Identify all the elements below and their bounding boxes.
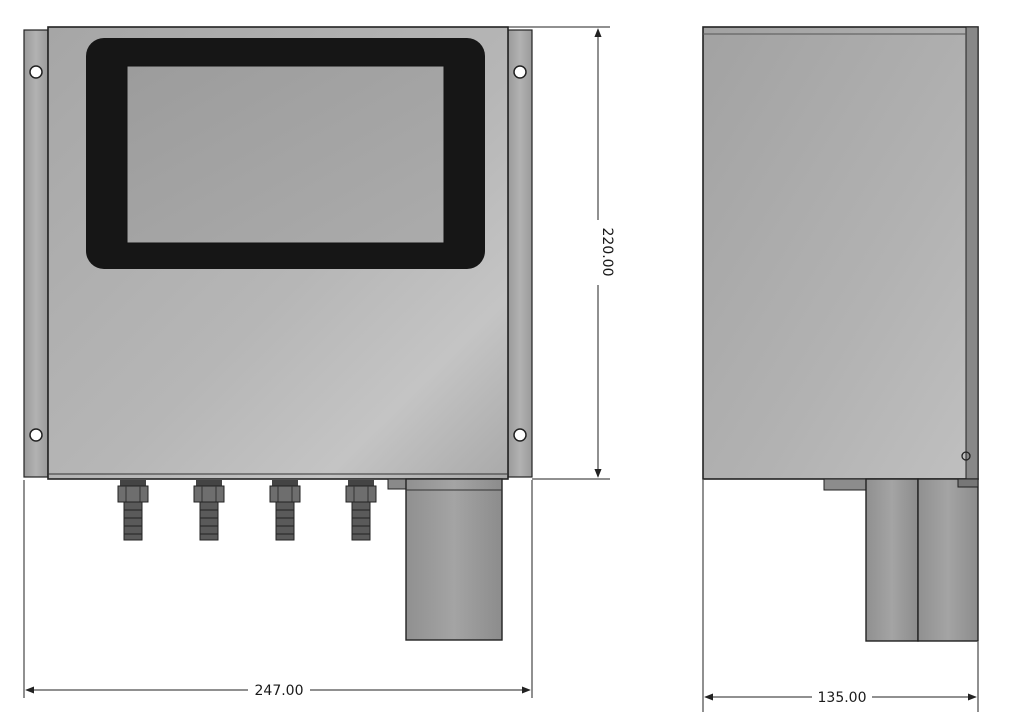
display-screen	[126, 65, 445, 244]
hose-fitting	[269, 480, 301, 541]
hose-fitting	[345, 480, 377, 541]
right-mounting-bracket	[507, 29, 533, 478]
mounting-hole-bottom-right	[513, 428, 527, 442]
mounting-hole-bottom-left	[29, 428, 43, 442]
side-flange	[823, 478, 869, 491]
dimension-width-label: 247.00	[255, 683, 304, 699]
side-module-box-left	[865, 478, 919, 642]
dimension-height-label: 220.00	[599, 228, 615, 277]
side-module-box-right	[917, 478, 979, 642]
left-mounting-bracket	[23, 29, 49, 478]
bottom-module-box	[405, 478, 503, 641]
dimension-height: 220.00	[508, 26, 615, 480]
enclosure-side-edge	[965, 26, 979, 480]
hose-fitting	[193, 480, 225, 541]
front-view	[23, 26, 533, 641]
hose-fitting	[117, 480, 149, 541]
side-indicator-hole	[961, 451, 971, 461]
dimension-depth: 135.00	[702, 480, 979, 712]
mounting-hole-top-right	[513, 65, 527, 79]
dimension-depth-label: 135.00	[818, 690, 867, 706]
enclosure-side	[702, 26, 979, 480]
bottom-module-flange	[387, 478, 409, 490]
dimension-width: 247.00	[23, 480, 533, 699]
side-view	[702, 26, 979, 642]
mounting-hole-top-left	[29, 65, 43, 79]
